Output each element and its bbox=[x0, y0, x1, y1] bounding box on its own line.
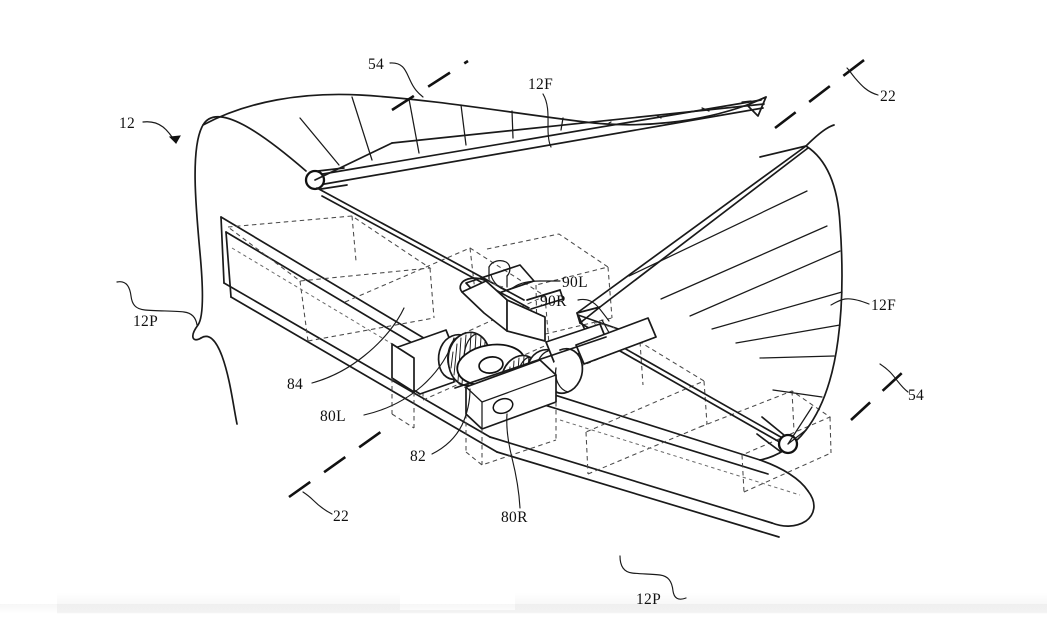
left-flap-panel-12F bbox=[202, 93, 767, 191]
callout-label-22-lower-left: 22 bbox=[333, 508, 349, 525]
callout-12P-right: 12P bbox=[619, 555, 687, 608]
right-flap-panel-12F bbox=[576, 145, 843, 461]
callout-label-84: 84 bbox=[287, 376, 303, 393]
callout-label-12F-left: 12F bbox=[528, 76, 553, 93]
callout-22-upper-right: 22 bbox=[846, 67, 896, 105]
callout-80L: 80L bbox=[320, 337, 455, 425]
callout-label-22-upper-right: 22 bbox=[880, 88, 896, 105]
callout-label-82: 82 bbox=[410, 448, 426, 465]
section-line-22-lower-left bbox=[288, 422, 393, 499]
callout-label-54-upper-left: 54 bbox=[368, 56, 384, 73]
section-line-22-upper-right bbox=[774, 55, 869, 130]
drawing-geometry bbox=[192, 55, 904, 538]
mechanism-mounting-rail bbox=[391, 336, 607, 466]
callout-label-80L: 80L bbox=[320, 408, 346, 425]
callout-label-90L: 90L bbox=[562, 274, 588, 291]
callout-84: 84 bbox=[287, 307, 405, 393]
callout-22-lower-left: 22 bbox=[302, 491, 349, 525]
callout-layer: 12 54 12F 22 12P bbox=[116, 56, 924, 608]
section-line-54-lower-right bbox=[850, 371, 904, 421]
callout-12F-left: 12F bbox=[528, 76, 553, 148]
callout-80R: 80R bbox=[501, 413, 528, 526]
section-lines bbox=[288, 55, 904, 499]
callout-90R: 90R bbox=[540, 293, 610, 322]
callout-54-lower-right: 54 bbox=[879, 363, 924, 404]
callout-12P-left: 12P bbox=[116, 281, 198, 330]
callout-label-90R: 90R bbox=[540, 293, 567, 310]
callout-12: 12 bbox=[119, 115, 181, 144]
left-body-panel-12P bbox=[192, 115, 307, 425]
callout-label-12P-left: 12P bbox=[133, 313, 158, 330]
section-line-54-upper-left bbox=[391, 59, 469, 112]
callout-label-12: 12 bbox=[119, 115, 135, 132]
callout-label-12F-right: 12F bbox=[871, 297, 896, 314]
central-gear-mechanism bbox=[391, 277, 657, 466]
callout-82: 82 bbox=[410, 388, 471, 465]
callout-90L: 90L bbox=[490, 274, 588, 291]
right-flap-upper-surface bbox=[759, 124, 835, 158]
callout-label-12P-right: 12P bbox=[636, 591, 661, 608]
callout-label-80R: 80R bbox=[501, 509, 528, 526]
callout-54-upper-left: 54 bbox=[368, 56, 424, 98]
callout-label-54-lower-right: 54 bbox=[908, 387, 924, 404]
callout-12F-right: 12F bbox=[830, 297, 896, 314]
yoke-bracket bbox=[459, 277, 546, 342]
